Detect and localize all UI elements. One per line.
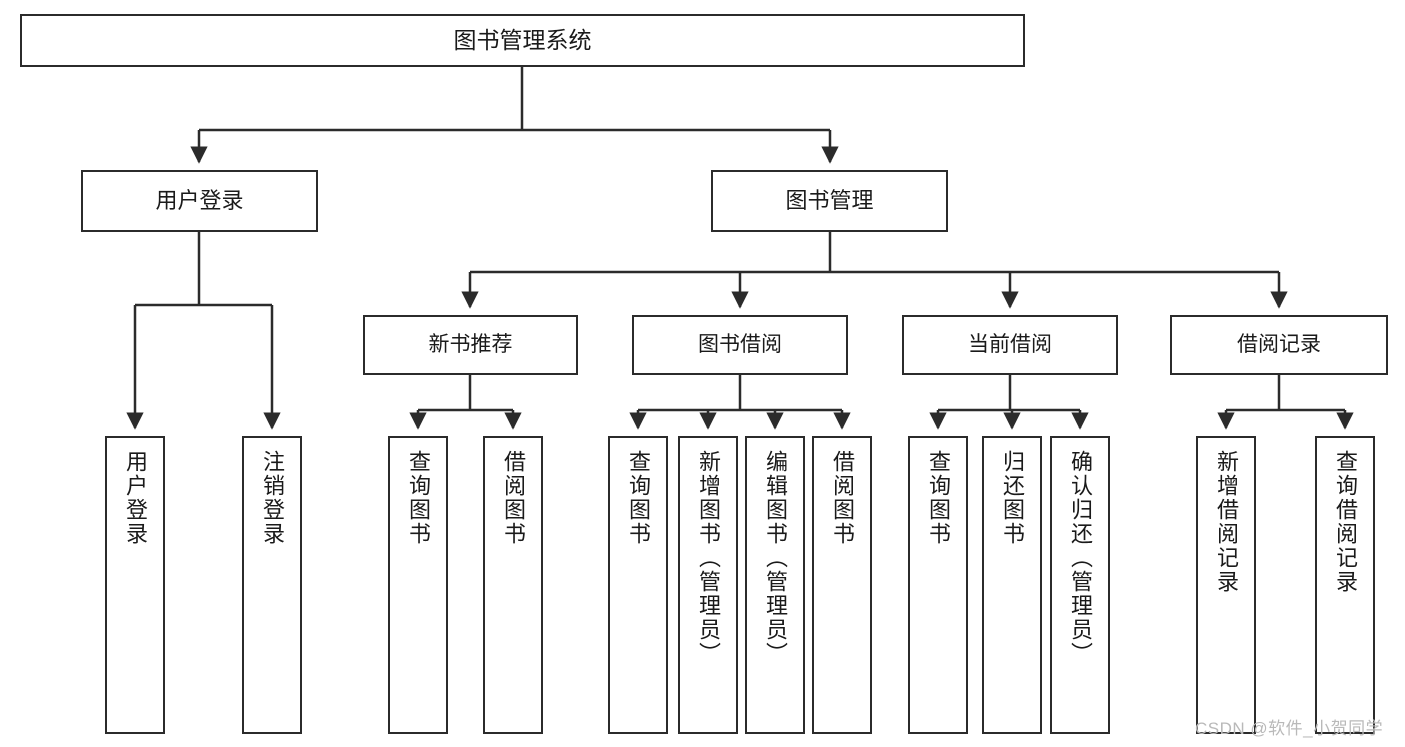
node-book-borrow[interactable]: 图书借阅 <box>632 315 848 375</box>
node-leaf-edit-book-admin[interactable]: 编辑图书（管理员） <box>745 436 805 734</box>
node-leaf-user-logout-label: 注销登录 <box>260 450 285 546</box>
node-book-management-label: 图书管理 <box>785 188 874 214</box>
node-root[interactable]: 图书管理系统 <box>20 14 1025 67</box>
node-new-book-recommend[interactable]: 新书推荐 <box>363 315 578 375</box>
node-leaf-borrow-book-2-label: 借阅图书 <box>830 450 855 546</box>
node-leaf-query-book-3[interactable]: 查询图书 <box>908 436 968 734</box>
node-root-label: 图书管理系统 <box>453 26 592 53</box>
node-leaf-add-borrow-record-label: 新增借阅记录 <box>1214 450 1239 594</box>
node-leaf-confirm-return-admin[interactable]: 确认归还（管理员） <box>1050 436 1110 734</box>
node-leaf-query-borrow-record[interactable]: 查询借阅记录 <box>1315 436 1375 734</box>
node-leaf-query-book-2[interactable]: 查询图书 <box>608 436 668 734</box>
node-user-login[interactable]: 用户登录 <box>81 170 318 232</box>
node-leaf-user-login[interactable]: 用户登录 <box>105 436 165 734</box>
node-book-management[interactable]: 图书管理 <box>711 170 948 232</box>
node-leaf-add-book-admin[interactable]: 新增图书（管理员） <box>678 436 738 734</box>
node-leaf-borrow-book-2[interactable]: 借阅图书 <box>812 436 872 734</box>
node-leaf-return-book-label: 归还图书 <box>1000 450 1025 546</box>
node-new-book-recommend-label: 新书推荐 <box>428 332 513 356</box>
node-leaf-query-book-1-label: 查询图书 <box>406 450 431 546</box>
node-leaf-confirm-return-admin-label: 确认归还（管理员） <box>1068 450 1093 666</box>
node-leaf-query-book-1[interactable]: 查询图书 <box>388 436 448 734</box>
node-leaf-borrow-book-1[interactable]: 借阅图书 <box>483 436 543 734</box>
node-current-borrow-label: 当前借阅 <box>968 332 1052 356</box>
node-leaf-return-book[interactable]: 归还图书 <box>982 436 1042 734</box>
node-leaf-add-borrow-record[interactable]: 新增借阅记录 <box>1196 436 1256 734</box>
node-leaf-query-borrow-record-label: 查询借阅记录 <box>1333 450 1358 594</box>
node-leaf-edit-book-admin-label: 编辑图书（管理员） <box>763 450 788 666</box>
node-current-borrow[interactable]: 当前借阅 <box>902 315 1118 375</box>
node-leaf-query-book-2-label: 查询图书 <box>626 450 651 546</box>
node-leaf-user-logout[interactable]: 注销登录 <box>242 436 302 734</box>
node-leaf-user-login-label: 用户登录 <box>123 450 148 546</box>
node-leaf-query-book-3-label: 查询图书 <box>926 450 951 546</box>
node-borrow-record-label: 借阅记录 <box>1237 332 1321 356</box>
node-leaf-borrow-book-1-label: 借阅图书 <box>501 450 526 546</box>
watermark: CSDN @软件_小贺同学 <box>1195 719 1384 738</box>
node-book-borrow-label: 图书借阅 <box>698 332 782 356</box>
node-user-login-label: 用户登录 <box>155 188 244 214</box>
node-borrow-record[interactable]: 借阅记录 <box>1170 315 1388 375</box>
node-leaf-add-book-admin-label: 新增图书（管理员） <box>696 450 721 666</box>
